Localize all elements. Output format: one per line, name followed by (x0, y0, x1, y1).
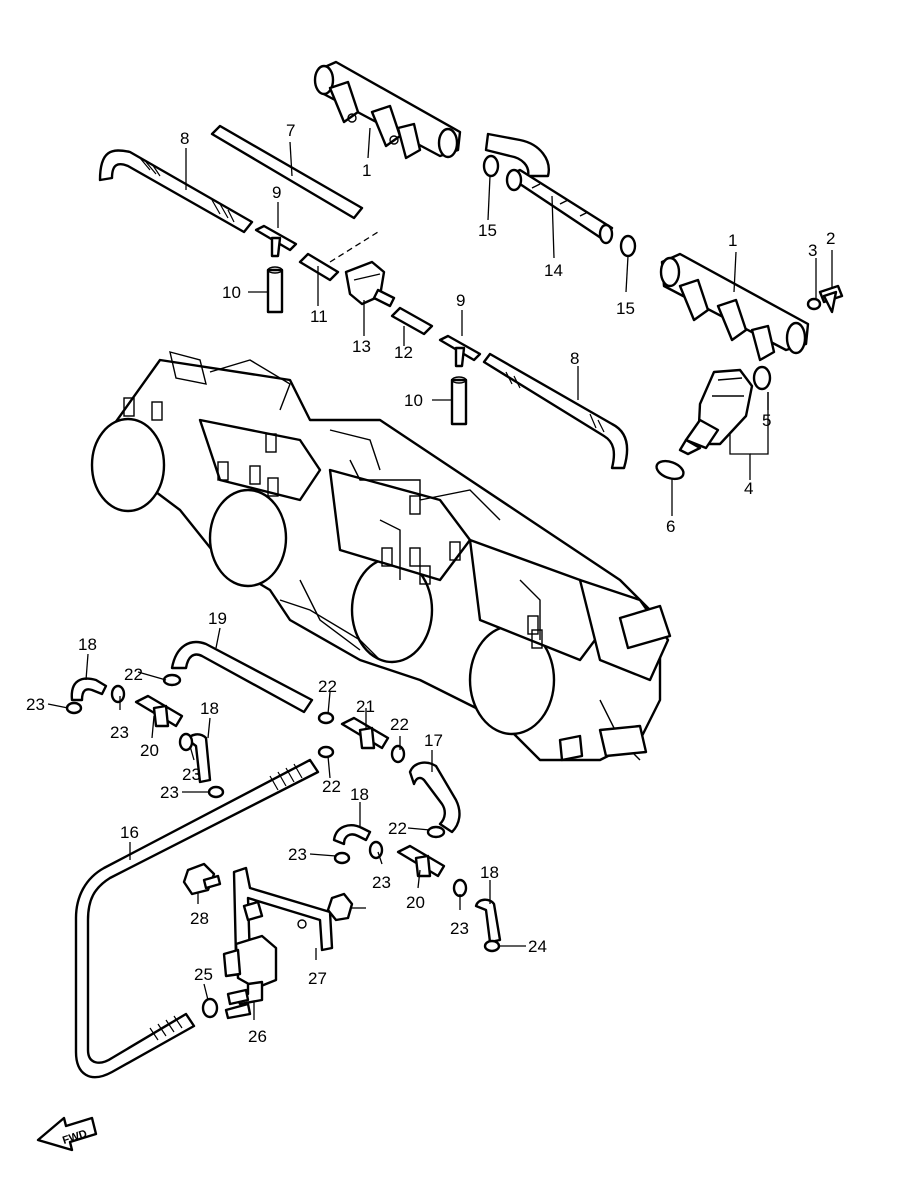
callout-clamp-23-h: 24 (528, 937, 547, 956)
callout-hose-bent-right: 8 (570, 349, 579, 368)
callout-injector-o-ring: 5 (762, 411, 771, 430)
hose-bent-left[interactable] (98, 149, 254, 234)
callout-clamp-23-a: 23 (26, 695, 45, 714)
hose-18-a[interactable] (70, 677, 108, 702)
callout-o-ring-lower: 15 (616, 299, 635, 318)
callout-solenoid-valve: 26 (248, 1027, 267, 1046)
callout-clamp-22-b: 22 (318, 677, 337, 696)
t-joint-upper[interactable] (254, 224, 298, 258)
t-joint-20-left[interactable] (134, 694, 184, 728)
callout-hose-18-c: 18 (350, 785, 369, 804)
hose-bent-right[interactable] (482, 352, 629, 470)
t-joint-lower[interactable] (438, 334, 482, 368)
callout-clamp-23-c: 23 (182, 765, 201, 784)
callout-bolt-27: 28 (190, 909, 209, 928)
injector-cushion[interactable] (654, 458, 686, 483)
clamp-24[interactable] (201, 997, 219, 1019)
washer[interactable] (806, 297, 822, 311)
o-ring-lower[interactable] (619, 234, 637, 258)
forward-arrow-icon: FWD (36, 1116, 98, 1152)
hose-straight[interactable] (210, 124, 364, 220)
callout-t-joint-upper: 9 (272, 183, 281, 202)
callout-bracket-26: 27 (308, 969, 327, 988)
callout-hose-short-left: 10 (222, 283, 241, 302)
hose-short-left[interactable] (266, 268, 284, 314)
bolt-27[interactable] (182, 862, 222, 896)
callout-t-joint-lower: 9 (456, 291, 465, 310)
callout-hose-11: 11 (310, 307, 328, 326)
callout-washer: 3 (808, 241, 817, 260)
hose-short-right[interactable] (450, 378, 468, 426)
fuel-pipe-joint[interactable] (484, 132, 614, 245)
callout-hose-17: 17 (424, 731, 443, 750)
fuel-delivery-pipe-upper[interactable] (313, 60, 462, 160)
callout-hose-bent-left: 8 (180, 129, 189, 148)
callout-clamp-22-c: 22 (390, 715, 409, 734)
callout-hose-18-a: 18 (78, 635, 97, 654)
callout-hose-short-right: 10 (404, 391, 423, 410)
callout-clamp-23-e: 23 (288, 845, 307, 864)
callout-joint-13: 13 (352, 337, 371, 356)
callout-injector: 4 (744, 479, 753, 498)
t-joint-20-right[interactable] (396, 844, 446, 878)
hose-12[interactable] (390, 306, 434, 336)
callout-o-ring-upper: 15 (478, 221, 497, 240)
hose-17[interactable] (408, 761, 461, 834)
callout-t-joint-20-left: 20 (140, 741, 159, 760)
callout-hose-18-b: 18 (200, 699, 219, 718)
callout-t-joint-20-right: 20 (406, 893, 425, 912)
hose-16[interactable] (74, 758, 320, 1079)
callout-clamp-22-a: 22 (124, 665, 143, 684)
callout-clamp-23-g: 23 (450, 919, 469, 938)
callout-injector-cushion: 6 (666, 517, 675, 536)
callout-screw: 2 (826, 229, 835, 248)
fuel-injector[interactable] (678, 368, 754, 456)
callout-fuel-pipe-upper: 1 (362, 161, 371, 180)
callout-t-joint-21: 21 (356, 697, 375, 716)
callout-clamp-23-b: 23 (110, 723, 129, 742)
callout-fuel-pipe-joint: 14 (544, 261, 563, 280)
hose-18-c[interactable] (332, 824, 372, 846)
callout-hose-18-d: 18 (480, 863, 499, 882)
callout-hose-12: 12 (394, 343, 413, 362)
callout-clamp-22-e: 22 (388, 819, 407, 838)
callout-hose-16: 16 (120, 823, 139, 842)
nut-28[interactable] (326, 892, 354, 922)
hose-19[interactable] (170, 640, 314, 714)
callout-clamp-23-d: 23 (160, 783, 179, 802)
hose-11[interactable] (298, 252, 340, 282)
callout-fuel-pipe-lower: 1 (728, 231, 737, 250)
o-ring-upper[interactable] (482, 154, 500, 178)
callout-clamp-24: 25 (194, 965, 213, 984)
joint-13[interactable] (344, 260, 396, 308)
screw[interactable] (818, 284, 844, 314)
throttle-body-assembly[interactable] (90, 351, 672, 762)
hose-18-d[interactable] (474, 898, 502, 944)
solenoid-valve[interactable] (222, 934, 278, 1020)
fuel-delivery-pipe-lower[interactable] (659, 252, 810, 362)
t-joint-21[interactable] (340, 716, 390, 750)
hose-clamps[interactable] (65, 673, 501, 953)
callout-hose-straight: 7 (286, 121, 295, 140)
injector-o-ring[interactable] (752, 365, 772, 391)
callout-clamp-22-d: 22 (322, 777, 341, 796)
callout-hose-19: 19 (208, 609, 227, 628)
callout-clamp-23-f: 23 (372, 873, 391, 892)
